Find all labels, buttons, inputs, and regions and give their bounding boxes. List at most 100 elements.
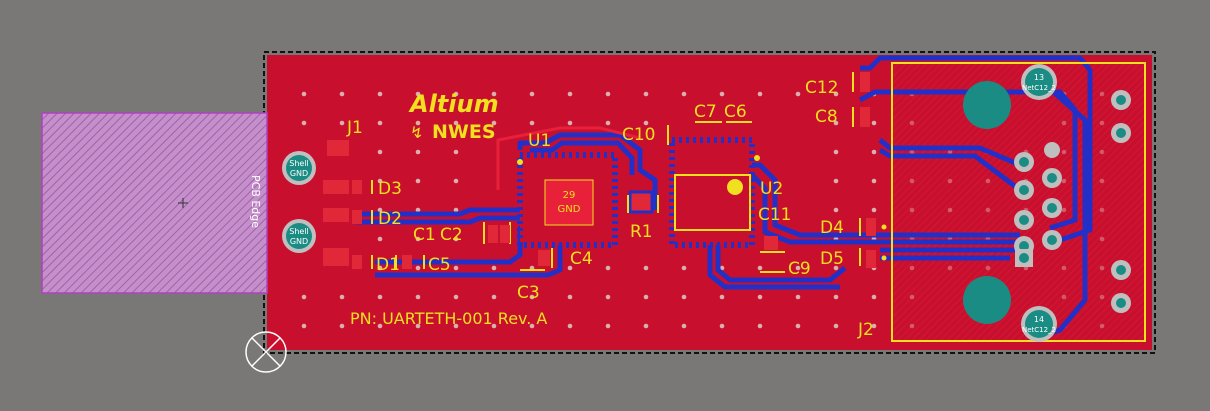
via	[453, 91, 459, 97]
j2-mount-hole-bottom[interactable]	[963, 276, 1011, 324]
j2-pin-hole	[1019, 215, 1029, 225]
via	[681, 265, 687, 271]
via	[833, 265, 839, 271]
via	[453, 294, 459, 300]
via	[491, 323, 497, 329]
capacitor-pads[interactable]	[488, 72, 876, 268]
via	[415, 265, 421, 271]
via	[377, 178, 383, 184]
via	[415, 120, 421, 126]
svg-text:NetC12_2: NetC12_2	[1022, 84, 1056, 92]
svg-text:Shell: Shell	[289, 227, 309, 236]
j2-pin-hole	[1019, 241, 1029, 251]
svg-text:↯: ↯	[410, 123, 423, 142]
via	[795, 91, 801, 97]
label-c4: C4	[570, 249, 593, 269]
j1-shell-pad-bottom[interactable]: Shell GND	[282, 219, 316, 253]
via	[529, 323, 535, 329]
j2-body-area	[892, 63, 1145, 341]
j2-connector-outline[interactable]	[891, 62, 1146, 342]
via	[567, 120, 573, 126]
altium-logo: Altium ↯ NWES	[408, 90, 499, 143]
label-d3: D3	[378, 179, 402, 199]
via	[833, 120, 839, 126]
label-c5: C5	[428, 255, 451, 275]
via	[415, 149, 421, 155]
label-c8: C8	[815, 107, 838, 127]
j2-pad-14[interactable]: 14 NetC12_2	[1021, 306, 1057, 342]
j2-pin-hole	[1116, 95, 1126, 105]
via	[757, 294, 763, 300]
via	[795, 294, 801, 300]
label-c10: C10	[622, 125, 656, 145]
via	[567, 323, 573, 329]
via	[453, 323, 459, 329]
via	[415, 236, 421, 242]
label-j2: J2	[857, 320, 874, 340]
via	[681, 294, 687, 300]
svg-text:GND: GND	[558, 204, 581, 215]
via	[757, 265, 763, 271]
via	[377, 120, 383, 126]
via	[377, 236, 383, 242]
svg-text:Shell: Shell	[289, 159, 309, 168]
label-c3: C3	[517, 283, 540, 303]
via	[529, 294, 535, 300]
via	[377, 91, 383, 97]
r1-resistor[interactable]	[627, 190, 659, 214]
origin-marker[interactable]	[245, 331, 287, 373]
u2-chip[interactable]	[669, 137, 760, 248]
j2-mount-hole-top[interactable]	[963, 81, 1011, 129]
via	[491, 294, 497, 300]
diode-pads[interactable]	[352, 180, 412, 269]
svg-text:29: 29	[563, 190, 576, 201]
j2-pin[interactable]	[1044, 142, 1060, 158]
via	[605, 91, 611, 97]
j2-pin-hole	[1116, 265, 1126, 275]
via	[643, 294, 649, 300]
via	[301, 120, 307, 126]
label-c9: C9	[788, 259, 811, 279]
label-u2: U2	[760, 179, 783, 199]
via	[643, 91, 649, 97]
label-d5: D5	[820, 249, 844, 269]
via	[529, 120, 535, 126]
via	[529, 91, 535, 97]
j2-pad-13[interactable]: 13 NetC12_2	[1021, 64, 1057, 100]
via	[377, 265, 383, 271]
j1-shell-pad-top[interactable]: Shell GND	[282, 151, 316, 185]
label-d4: D4	[820, 218, 844, 238]
via	[301, 294, 307, 300]
ref-designators: J1 U1 D3 D2 D1 C5 C1 C2 C3 C4 R1 C10 C7 …	[346, 78, 874, 340]
via	[833, 149, 839, 155]
via	[795, 265, 801, 271]
via	[871, 323, 877, 329]
j2-pin-hole	[1047, 173, 1057, 183]
via	[643, 120, 649, 126]
j1-signal-pads[interactable]	[323, 140, 349, 266]
via	[415, 207, 421, 213]
via	[415, 91, 421, 97]
label-j1: J1	[346, 118, 363, 138]
via	[453, 149, 459, 155]
u1-chip[interactable]: 29 GND	[517, 152, 618, 248]
j2-pins[interactable]	[1014, 90, 1131, 313]
via	[605, 294, 611, 300]
via	[377, 323, 383, 329]
via	[339, 91, 345, 97]
via	[567, 294, 573, 300]
via	[833, 294, 839, 300]
via	[681, 91, 687, 97]
svg-text:NWES: NWES	[432, 121, 496, 143]
via	[491, 265, 497, 271]
svg-text:NetC12_2: NetC12_2	[1022, 326, 1056, 334]
via	[491, 120, 497, 126]
via	[453, 120, 459, 126]
via	[833, 207, 839, 213]
via	[605, 323, 611, 329]
via	[415, 178, 421, 184]
via	[871, 207, 877, 213]
label-u1: U1	[528, 131, 551, 151]
via	[453, 207, 459, 213]
